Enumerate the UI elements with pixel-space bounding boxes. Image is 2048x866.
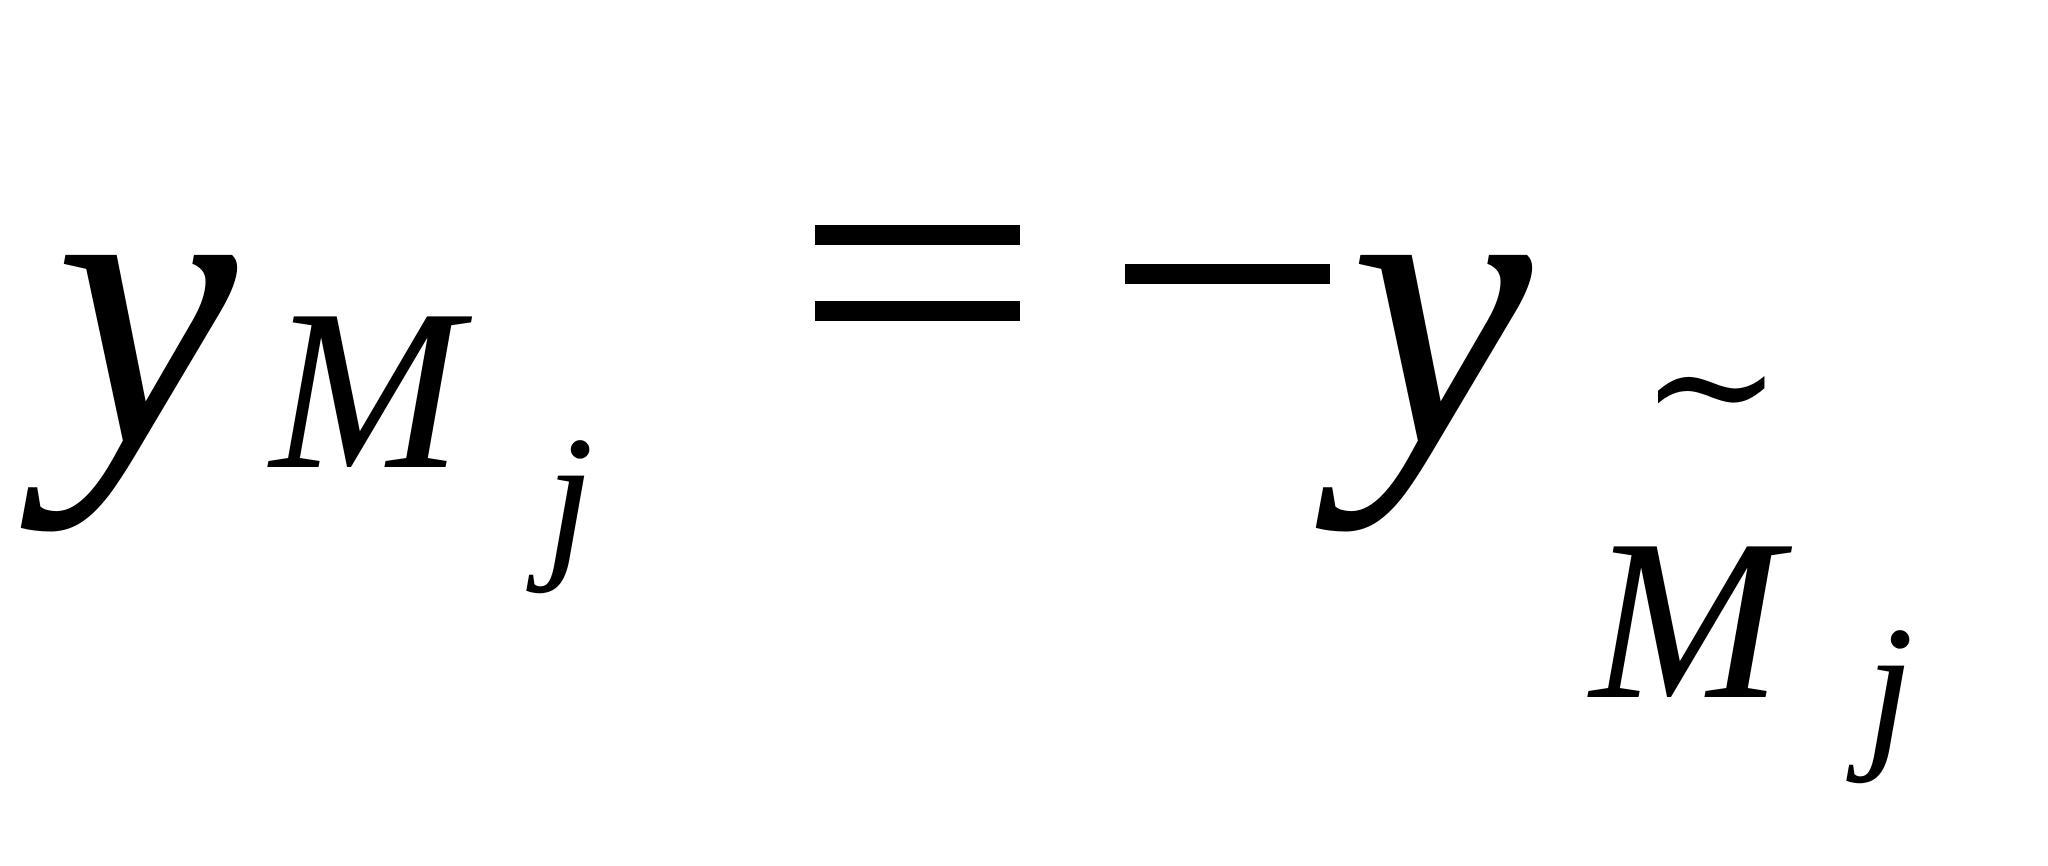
rhs-base-y: y	[1350, 78, 1532, 532]
lhs-base-y: y	[55, 78, 237, 532]
equals-sign: =	[815, 225, 1020, 321]
minus-sign: −	[1125, 264, 1330, 284]
rhs-tilde-accent: ~	[1640, 286, 1783, 484]
rhs-subsubscript-j: j	[1865, 590, 1914, 784]
lhs-subsubscript-j: j	[545, 400, 594, 594]
lhs-subscript-m: M	[270, 262, 462, 517]
rhs-subscript-m: M	[1590, 492, 1782, 747]
equals-bottom-bar	[815, 301, 1020, 321]
equals-top-bar	[815, 225, 1020, 245]
minus-bar	[1125, 264, 1330, 284]
